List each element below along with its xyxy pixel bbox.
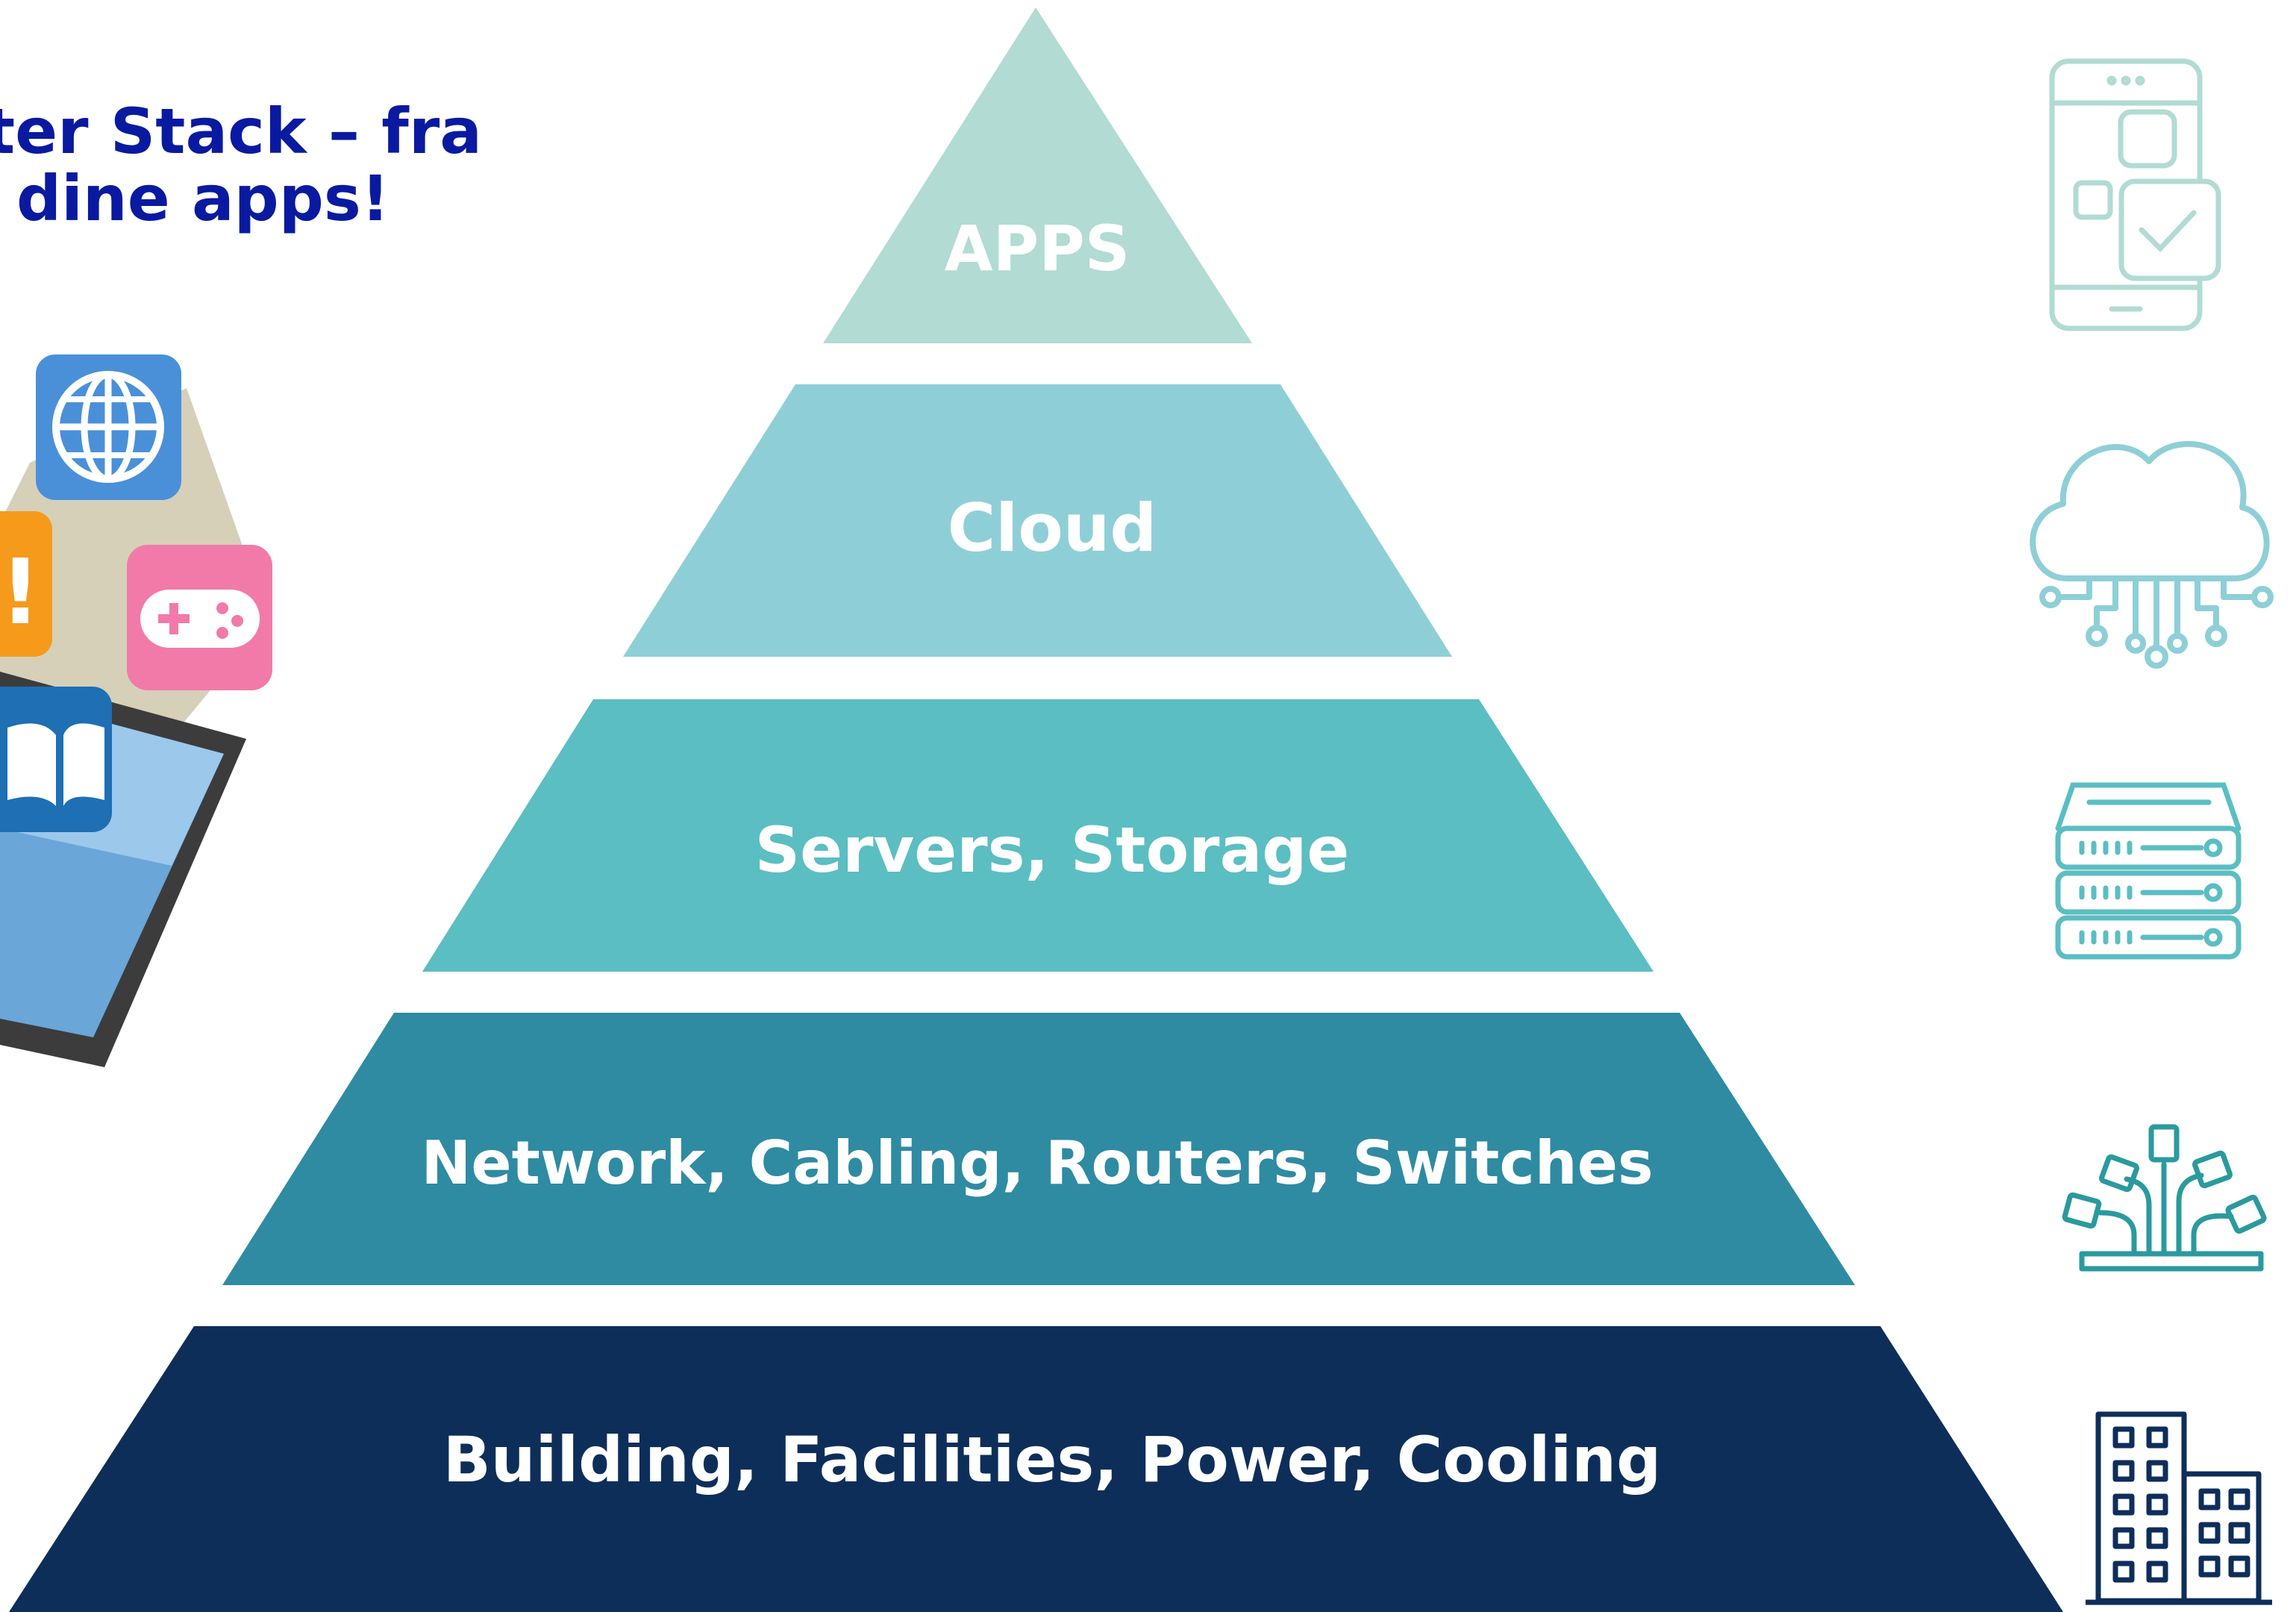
headline-line-1: ter Stack – fra xyxy=(0,95,482,168)
headline-line-2: dine apps! xyxy=(16,162,390,235)
layer-cloud xyxy=(623,384,1452,657)
layer-label-building: Building, Facilities, Power, Cooling xyxy=(443,1423,1661,1496)
apps-illustration: ! xyxy=(0,354,272,1067)
layer-servers-storage xyxy=(422,699,1654,972)
layer-label-cloud: Cloud xyxy=(948,490,1157,566)
book-app-icon xyxy=(0,687,112,832)
layer-label-network: Network, Cabling, Routers, Switches xyxy=(421,1128,1653,1198)
layer-apps xyxy=(823,7,1252,343)
layer-label-servers-storage: Servers, Storage xyxy=(755,813,1350,887)
layer-label-apps: APPS xyxy=(945,212,1130,285)
stack-pyramid: APPS Cloud Servers, Storage Network, Cab… xyxy=(9,7,2063,1612)
network-cables-icon xyxy=(2062,1124,2267,1272)
layer-building xyxy=(9,1326,2063,1612)
gamepad-app-icon xyxy=(127,545,272,690)
svg-text:!: ! xyxy=(0,541,41,645)
globe-app-icon xyxy=(36,354,181,500)
server-rack-icon xyxy=(2055,782,2242,960)
alert-app-icon: ! xyxy=(0,511,52,657)
mobile-app-icon xyxy=(2049,58,2221,331)
building-icon xyxy=(2086,1411,2272,1605)
cloud-network-icon xyxy=(2030,440,2274,669)
layer-network xyxy=(222,1013,1855,1285)
